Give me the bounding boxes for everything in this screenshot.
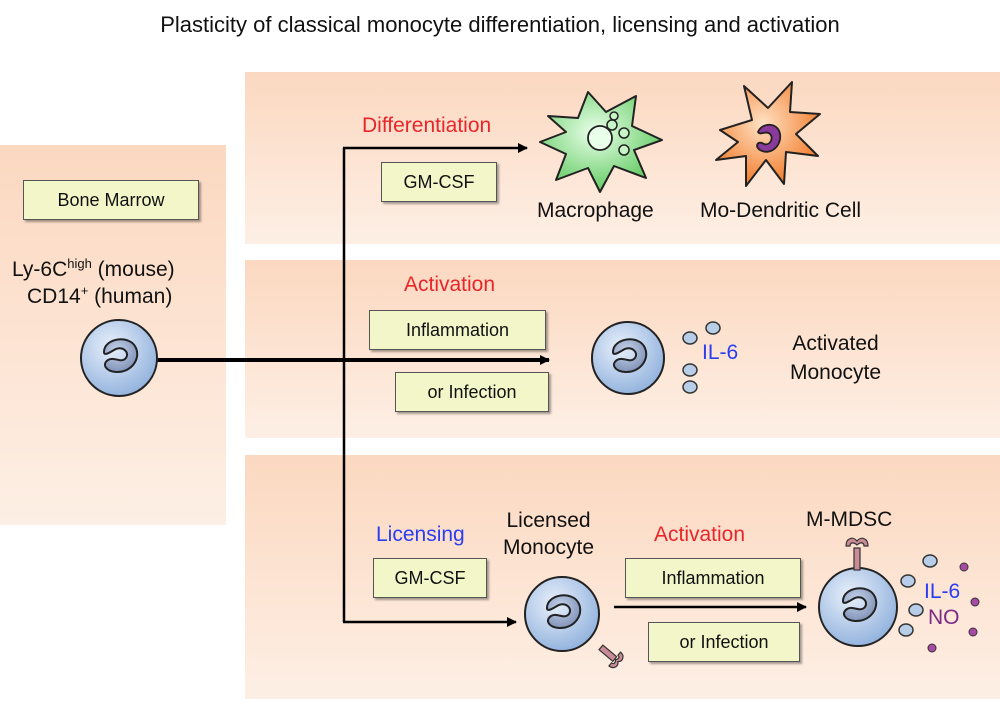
diff-gmcsf-label: GM-CSF: [403, 171, 475, 192]
mdsc-icon: [818, 537, 898, 647]
licensing-infection-box: or Infection: [648, 622, 800, 662]
activation-heading: Activation: [404, 273, 496, 296]
licensing-inflammation-label: Inflammation: [661, 567, 765, 588]
activation-inflammation-box: Inflammation: [369, 310, 546, 350]
activation-infection-label: or Infection: [427, 381, 517, 402]
cytokine-dot-icon: [682, 321, 721, 394]
macrophage-label: Macrophage: [537, 199, 654, 222]
bone-marrow-label: Bone Marrow: [57, 189, 165, 210]
cytokine-dot-icon: [898, 554, 980, 653]
licensing-gmcsf-label: GM-CSF: [394, 567, 466, 588]
mdsc-il6-label: IL-6: [924, 580, 961, 603]
mo-dendritic-cell-label: Mo-Dendritic Cell: [700, 199, 862, 222]
receptor-icon: [845, 537, 869, 571]
licensing-heading: Licensing: [376, 523, 465, 546]
licensing-gmcsf-box: GM-CSF: [373, 558, 487, 598]
activation-inflammation-label: Inflammation: [405, 319, 510, 340]
mdsc-no-label: NO: [928, 606, 960, 629]
licensing-infection-label: or Infection: [679, 631, 769, 652]
diff-gmcsf-box: GM-CSF: [381, 162, 497, 202]
diagram-title: Plasticity of classical monocyte differe…: [160, 12, 840, 37]
bone-marrow-box: Bone Marrow: [23, 180, 199, 220]
cd14-label: CD14+ (human): [27, 283, 173, 308]
receptor-icon: [598, 644, 624, 669]
licensing-inflammation-box: Inflammation: [625, 558, 801, 598]
macrophage-icon: [539, 91, 663, 193]
monocyte-icon: [80, 319, 158, 397]
ly6c-label: Ly-6Chigh (mouse): [12, 256, 175, 281]
activation-il6-label: IL-6: [702, 341, 739, 364]
dendritic-cell-icon: [715, 81, 821, 187]
licensed-monocyte-icon: [524, 576, 624, 669]
differentiation-heading: Differentiation: [362, 114, 492, 137]
licensed-monocyte-label: Licensed Monocyte: [503, 509, 595, 559]
activated-monocyte-label: Activated Monocyte: [790, 332, 882, 384]
mmdsc-label: M-MDSC: [806, 508, 893, 531]
activated-monocyte-icon: [591, 321, 665, 395]
licensing-activation-heading: Activation: [654, 523, 746, 546]
activation-infection-box: or Infection: [395, 372, 549, 412]
